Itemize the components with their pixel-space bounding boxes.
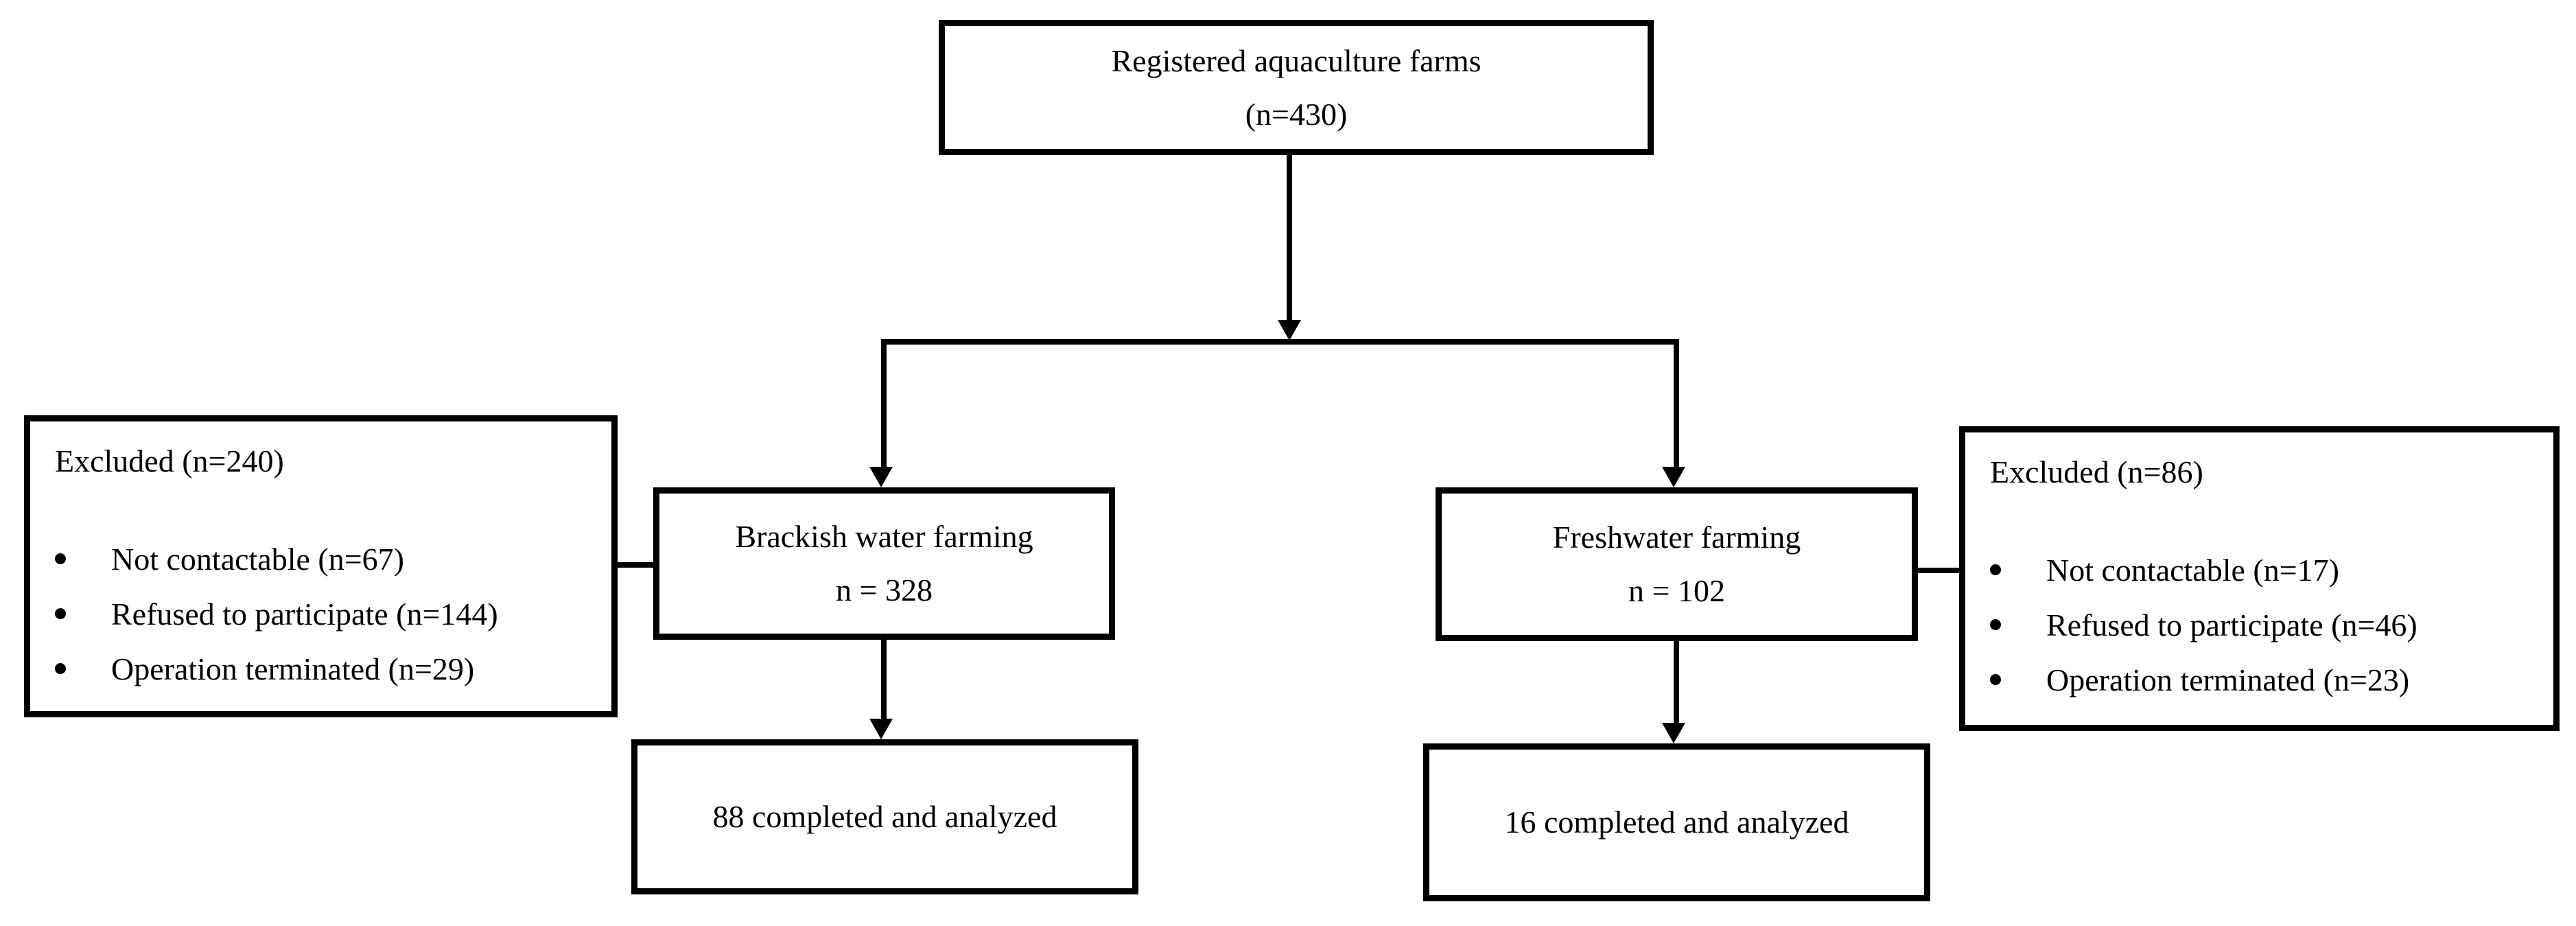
list-item: Refused to participate (n=46) xyxy=(1990,597,2540,652)
arrowhead-down-icon xyxy=(869,467,893,487)
connector-branch-left-vertical xyxy=(881,339,887,467)
excluded-reason: Operation terminated (n=23) xyxy=(2046,662,2410,697)
bullet-icon xyxy=(55,608,66,619)
arrowhead-down-icon xyxy=(1662,467,1685,487)
bullet-icon xyxy=(1990,564,2001,575)
excluded-list: Not contactable (n=17) Refused to partic… xyxy=(1990,542,2540,707)
excluded-reason: Refused to participate (n=144) xyxy=(111,596,498,632)
connector-excluded-left xyxy=(611,562,656,568)
list-item: Not contactable (n=67) xyxy=(55,531,598,586)
arrowhead-down-icon xyxy=(869,719,893,739)
excluded-list: Not contactable (n=67) Refused to partic… xyxy=(55,531,598,696)
registered-farms-box: Registered aquaculture farms (n=430) xyxy=(939,20,1654,155)
list-item: Refused to participate (n=144) xyxy=(55,586,598,641)
completed-analyzed-freshwater-box: 16 completed and analyzed xyxy=(1423,743,1930,901)
freshwater-label: Freshwater farming xyxy=(1552,520,1801,555)
excluded-brackish-box: Excluded (n=240) Not contactable (n=67) … xyxy=(24,415,618,717)
registered-farms-count: (n=430) xyxy=(1245,96,1348,132)
arrowhead-down-icon xyxy=(1278,320,1301,340)
completed-freshwater-label: 16 completed and analyzed xyxy=(1504,805,1849,840)
connector-excluded-right xyxy=(1915,568,1962,573)
bullet-icon xyxy=(55,663,66,674)
brackish-water-farming-box: Brackish water farming n = 328 xyxy=(653,487,1115,640)
freshwater-count: n = 102 xyxy=(1628,573,1725,608)
brackish-count: n = 328 xyxy=(836,572,933,607)
bullet-icon xyxy=(1990,674,2001,685)
arrowhead-down-icon xyxy=(1662,723,1685,743)
excluded-freshwater-box: Excluded (n=86) Not contactable (n=17) R… xyxy=(1959,426,2560,731)
bullet-icon xyxy=(1990,619,2001,630)
connector-branch-horizontal xyxy=(881,339,1679,345)
excluded-reason: Operation terminated (n=29) xyxy=(111,651,475,686)
list-item: Operation terminated (n=23) xyxy=(1990,652,2540,707)
list-item: Not contactable (n=17) xyxy=(1990,542,2540,597)
connector-brackish-to-completed xyxy=(881,640,887,720)
connector-branch-right-vertical xyxy=(1674,339,1679,467)
connector-freshwater-to-completed xyxy=(1674,641,1679,724)
excluded-reason: Not contactable (n=17) xyxy=(2046,552,2340,588)
brackish-label: Brackish water farming xyxy=(735,519,1033,554)
completed-brackish-label: 88 completed and analyzed xyxy=(712,799,1057,834)
excluded-reason: Refused to participate (n=46) xyxy=(2046,607,2417,643)
excluded-reason: Not contactable (n=67) xyxy=(111,541,405,577)
bullet-icon xyxy=(55,553,66,564)
registered-farms-label: Registered aquaculture farms xyxy=(1111,43,1482,78)
freshwater-farming-box: Freshwater farming n = 102 xyxy=(1436,487,1918,641)
connector-top-vertical xyxy=(1287,155,1292,320)
list-item: Operation terminated (n=29) xyxy=(55,641,598,696)
completed-analyzed-brackish-box: 88 completed and analyzed xyxy=(631,739,1138,894)
excluded-title: Excluded (n=86) xyxy=(1990,454,2203,489)
excluded-title: Excluded (n=240) xyxy=(55,443,284,478)
